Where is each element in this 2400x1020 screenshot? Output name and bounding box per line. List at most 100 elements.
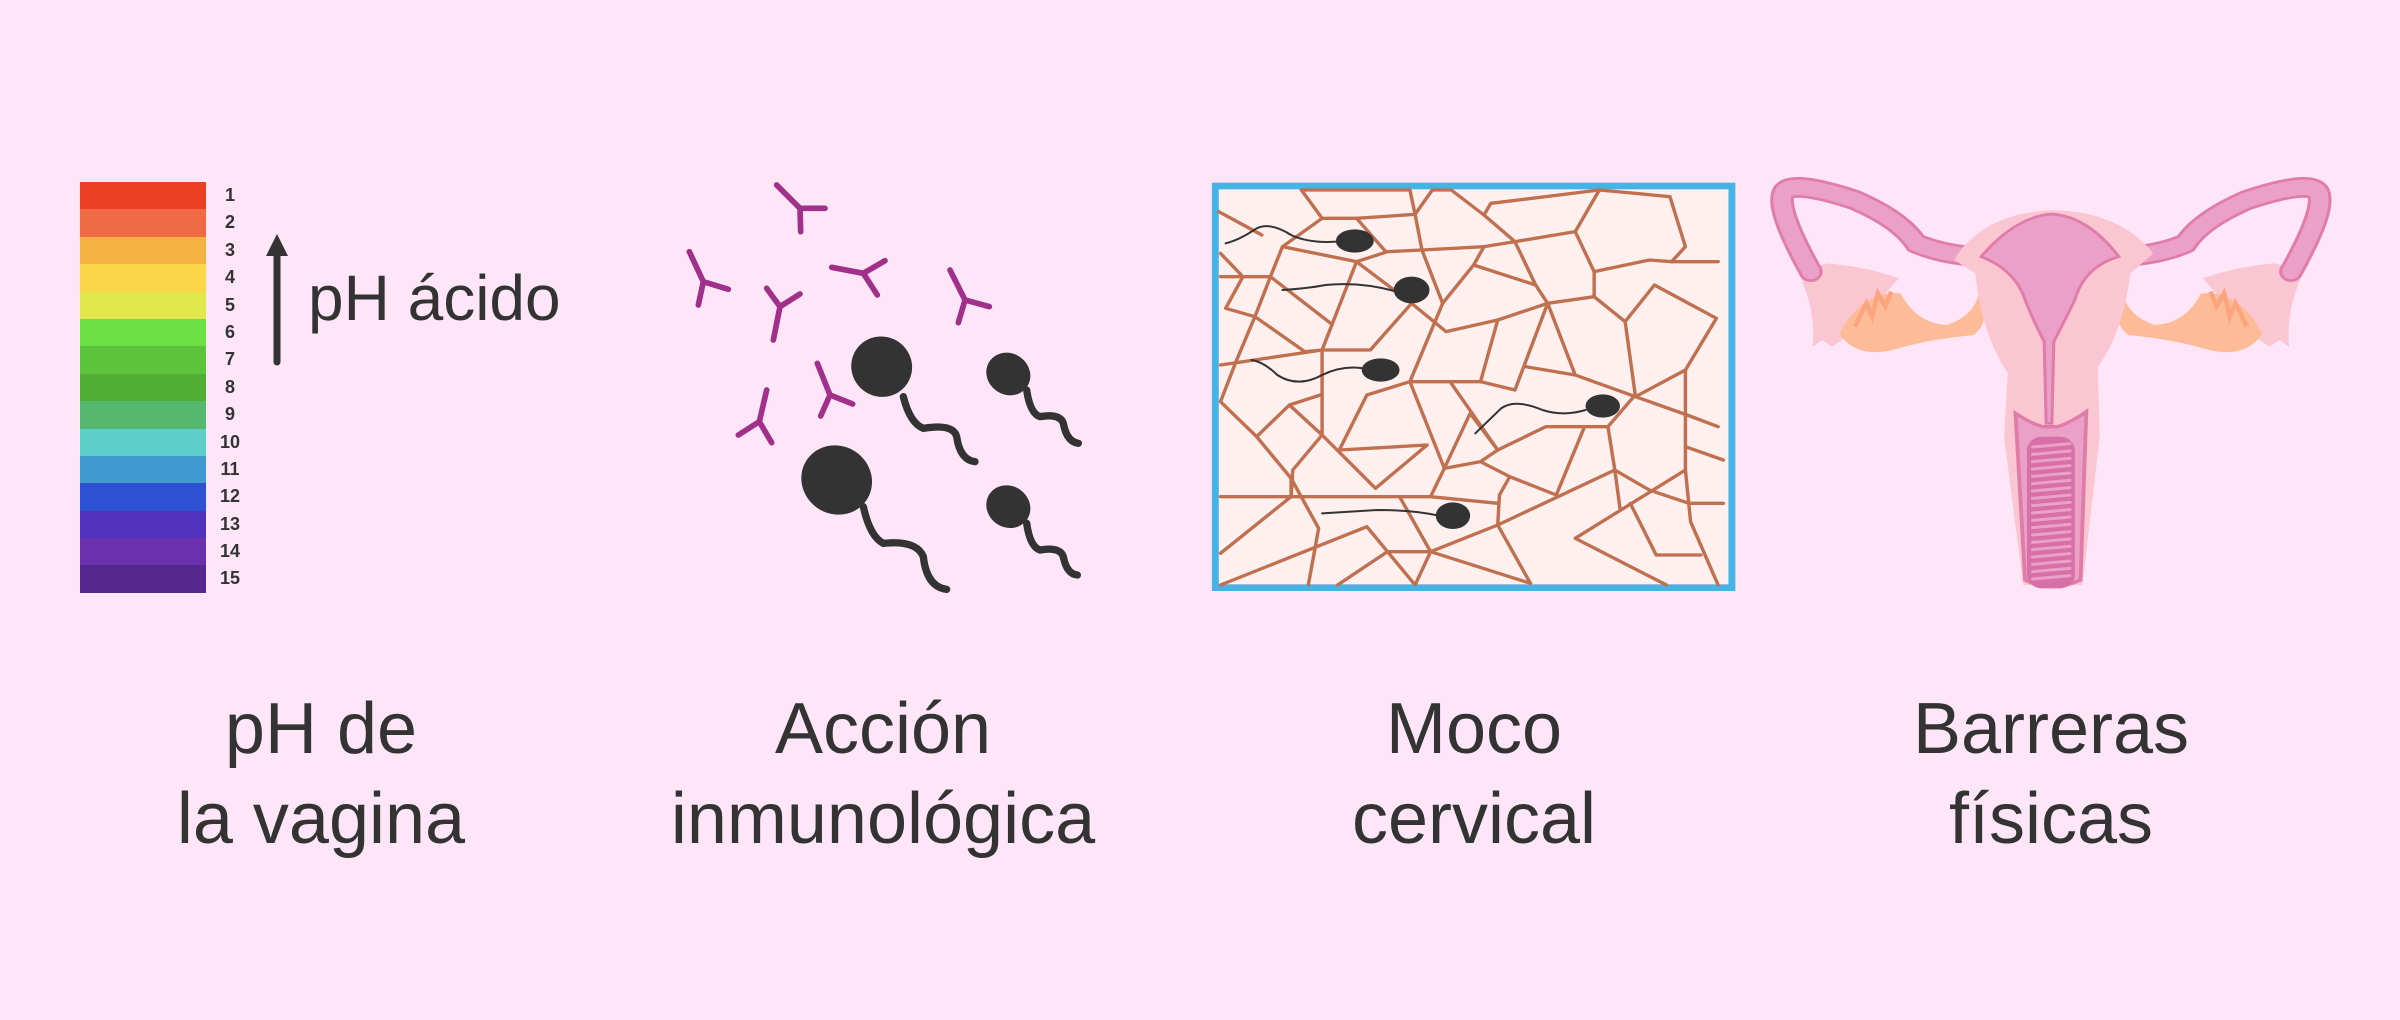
sperm-icon [986, 352, 1082, 447]
mucus-fiber [1440, 263, 1720, 429]
sperm-icon [986, 485, 1081, 579]
rugae-line [2031, 522, 2072, 530]
mucus-fiber [1428, 494, 1500, 505]
antibody-icon [828, 257, 888, 298]
rugae-line [2031, 478, 2072, 486]
mucus-fiber [1513, 240, 1538, 287]
mucus-fiber [1478, 426, 1586, 497]
mucus-fiber [1683, 368, 1720, 587]
rugae-line [2031, 552, 2072, 559]
ph-number: 12 [219, 486, 241, 507]
ph-band-9 [80, 401, 206, 429]
mucus-fiber [1628, 501, 1703, 557]
mucus-fiber [1217, 210, 1264, 237]
mucus-fiber [1289, 476, 1321, 587]
ph-number: 13 [219, 513, 241, 534]
mucus-fiber [1397, 494, 1433, 554]
mucus-fiber [1287, 393, 1323, 407]
ph-number: 8 [224, 376, 235, 397]
mucus-fiber [1573, 468, 1688, 587]
ph-number: 15 [219, 568, 241, 589]
ph-number: 1 [224, 185, 235, 205]
ph-band-1 [80, 182, 206, 210]
up-arrow-icon [266, 234, 288, 366]
ph-number: 9 [224, 404, 235, 425]
rugae-line [2031, 500, 2072, 508]
ph-band-6 [80, 318, 206, 347]
mucus-fiber [1413, 188, 1720, 264]
ph-number: 6 [224, 321, 235, 342]
mucus-fiber [1683, 444, 1726, 462]
acid-ph-label: pH ácido [308, 262, 561, 334]
antibody-icon [763, 285, 803, 343]
ph-band-11 [80, 455, 206, 484]
rugae-line [2031, 456, 2072, 464]
mucus-fiber [1428, 468, 1617, 585]
mucus-fiber [1478, 301, 1550, 392]
ph-number: 7 [224, 349, 235, 370]
rugae-line [2031, 464, 2072, 471]
antibody-icon [814, 360, 856, 419]
caption-ph-vagina: pH de la vagina [41, 684, 601, 864]
mucus-fiber [1218, 274, 1719, 399]
uterus-illustration [1770, 160, 2340, 589]
antibody-icon [947, 267, 993, 326]
ph-color-scale [80, 182, 206, 593]
rugae-line [2031, 471, 2072, 478]
ph-band-15 [80, 565, 206, 593]
sperm-icon [801, 445, 951, 593]
sperm-icon [1321, 502, 1471, 529]
caption-line: Acción [774, 689, 992, 769]
ph-band-13 [80, 510, 206, 539]
mucus-fiber [1471, 245, 1486, 267]
ph-number: 11 [220, 458, 240, 479]
caption-line: Barreras [1912, 689, 2190, 769]
rugae-line [2031, 442, 2072, 449]
rugae-line [2031, 566, 2072, 574]
ph-number: 4 [224, 267, 235, 288]
mucus-fiber [1218, 525, 1433, 587]
ph-number: 2 [224, 212, 235, 233]
rugae-line [2031, 449, 2072, 456]
antibody-icon [686, 248, 732, 308]
ph-band-12 [80, 483, 206, 511]
mucus-fiber [1592, 258, 1674, 274]
rugae-line [2031, 515, 2072, 522]
caption-line: inmunológica [670, 779, 1096, 859]
antibody-icon [735, 387, 775, 446]
mucus-fiber [1218, 348, 1324, 367]
rugae-line [2031, 486, 2072, 493]
ph-band-10 [80, 428, 206, 456]
rugae-line [2031, 559, 2072, 566]
ph-band-3 [80, 236, 206, 265]
caption-physical-barriers: Barreras físicas [1771, 684, 2331, 864]
rugae-line [2031, 493, 2072, 500]
caption-line: físicas [1948, 779, 2154, 859]
mucus-fiber [1613, 468, 1726, 505]
ph-number: 3 [224, 239, 235, 260]
sperm-icon [1281, 276, 1430, 304]
mucus-fiber [1408, 212, 1500, 384]
mucus-fiber [1482, 213, 1517, 244]
ph-band-7 [80, 346, 206, 374]
mucus-fiber [1320, 379, 1429, 490]
mucus-fiber [1268, 274, 1333, 325]
ph-band-4 [80, 264, 206, 292]
cervical-mucus-illustration [1211, 182, 1736, 591]
mucus-fiber [1280, 188, 1602, 264]
caption-line: la vagina [176, 779, 466, 859]
rugae-line [2031, 574, 2072, 581]
rugae-line [2031, 530, 2072, 537]
antibody-icon [773, 182, 828, 235]
mucus-fiber [1523, 364, 1577, 377]
ph-band-5 [80, 291, 206, 319]
mucus-fiber [1299, 188, 1417, 220]
rugae-line [2031, 537, 2072, 544]
sperm-icon [851, 336, 979, 466]
rugae-line [2031, 508, 2072, 515]
mucus-fiber [1218, 381, 1500, 499]
caption-line: cervical [1351, 779, 1597, 859]
antibodies-sperm-illustration [686, 182, 1082, 593]
caption-line: pH de [224, 689, 418, 769]
